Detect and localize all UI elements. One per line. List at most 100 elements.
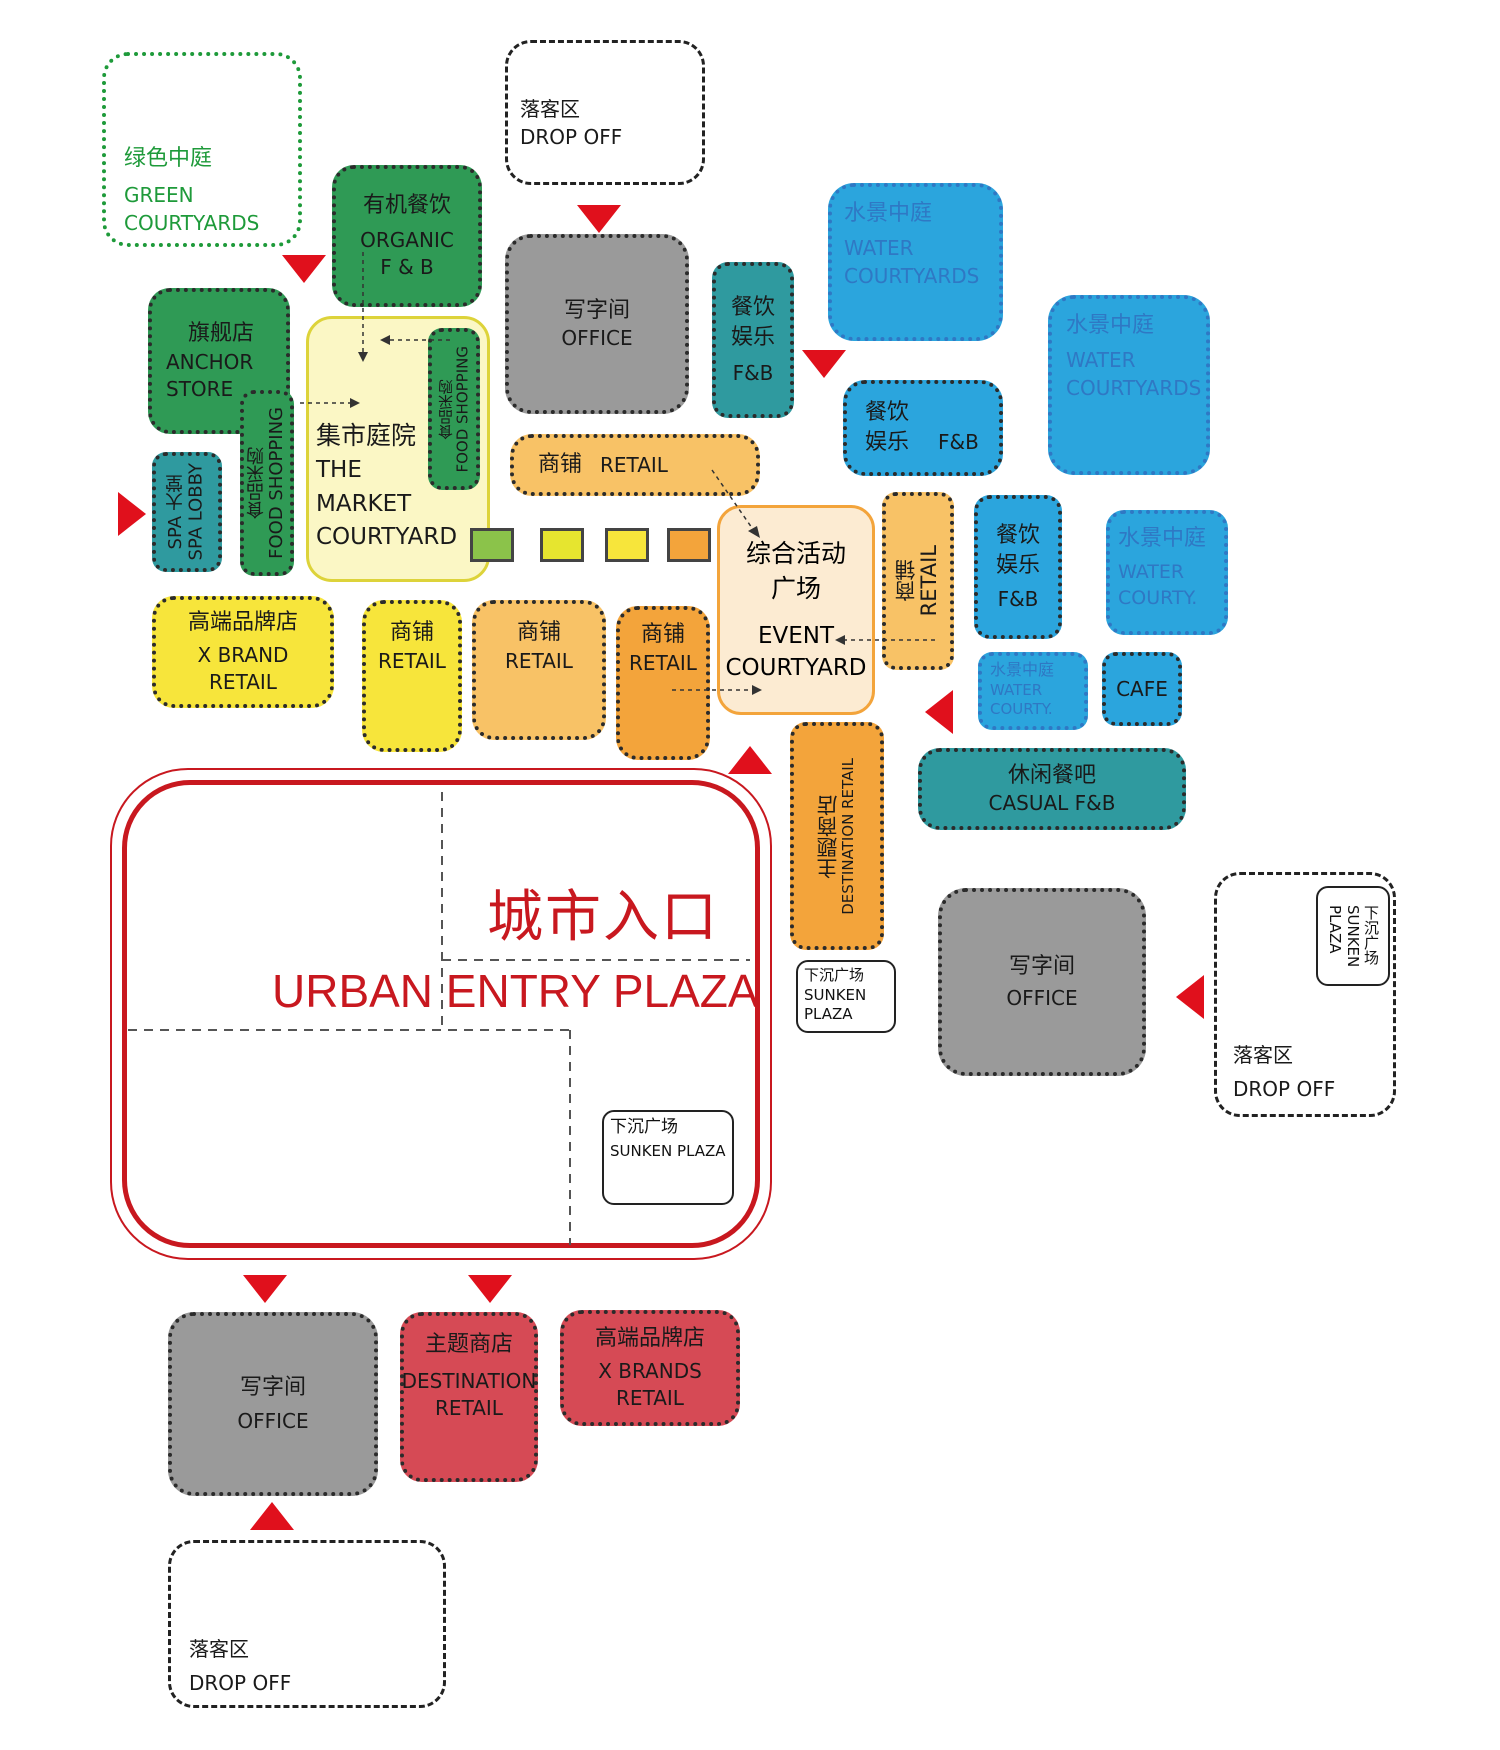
fb-blue-tall-en: F&B (997, 587, 1039, 612)
fb-blue-wide-zh1: 餐饮 (865, 400, 910, 426)
fb-blue-wide: 餐饮 娱乐 F&B (843, 380, 1003, 476)
water-courty-4-zh: 水景中庭 (990, 660, 1055, 679)
organic-fb-zh: 有机餐饮 (362, 193, 451, 219)
urban-entry-plaza (122, 780, 760, 1248)
entry-arrow-bottom-left (243, 1275, 287, 1303)
x-brand-retail-zh: 高端品牌店 (187, 610, 298, 636)
green-courtyards: 绿色中庭 GREEN COURTYARDS (102, 52, 302, 247)
office-bottom-en: OFFICE (237, 1409, 309, 1434)
sunken-plaza-right: 下沉广场 SUNKEN PLAZA (1316, 886, 1390, 986)
dropoff-top-zh: 落客区 (520, 97, 580, 121)
fb-blue-tall-zh2: 娱乐 (995, 552, 1040, 578)
anchor-store-zh: 旗舰店 (188, 321, 255, 347)
sunken-right-zh: 下沉广场 (1362, 904, 1380, 965)
office-bottom: 写字间 OFFICE (168, 1312, 378, 1496)
x-brand-retail-en2: RETAIL (209, 669, 277, 694)
urban-entry-en: URBAN ENTRY PLAZA (272, 965, 759, 1017)
x-brands-retail-zh: 高端品牌店 (594, 1326, 705, 1352)
fb-teal-top: 餐饮 娱乐 F&B (712, 262, 794, 418)
market-courtyard-zh: 集市庭院 (316, 421, 417, 450)
dropoff-right-en: DROP OFF (1233, 1077, 1336, 1101)
food-shopping-right: 食品采购 FOOD SHOPPING (428, 328, 480, 490)
office-top-zh: 写字间 (563, 297, 630, 323)
water-courty-3-zh: 水景中庭 (1118, 526, 1207, 551)
market-courtyard-en1: THE (316, 457, 362, 484)
dropoff-right-zh: 落客区 (1233, 1043, 1293, 1067)
market-courtyard-label: 集市庭院 THE MARKET COURTYARD (316, 418, 457, 554)
sunken-plaza-inner: 下沉广场 SUNKEN PLAZA (602, 1110, 734, 1205)
retail-b-zh: 商铺 (516, 620, 561, 645)
organic-fb: 有机餐饮 ORGANIC F & B (332, 165, 482, 307)
destination-retail-vertical: 主题商店 DESTINATION RETAIL (790, 722, 884, 950)
fb-blue-wide-zh2: 娱乐 (865, 430, 910, 455)
water-courty-4-en2: COURTY. (990, 700, 1053, 719)
retail-a-en: RETAIL (378, 648, 446, 673)
market-courtyard-en2: MARKET (316, 490, 412, 517)
water-courtyards-1-en1: WATER (844, 235, 914, 260)
fb-blue-tall: 餐饮 娱乐 F&B (974, 495, 1062, 639)
retail-a: 商铺 RETAIL (362, 600, 462, 752)
destination-retail-en2: RETAIL (435, 1395, 503, 1420)
sunken-small-en1: SUNKEN (804, 985, 867, 1004)
entry-arrow-green (282, 255, 326, 283)
sunken-small-zh: 下沉广场 (804, 966, 865, 984)
cafe: CAFE (1102, 652, 1182, 726)
x-brands-retail-en2: RETAIL (616, 1385, 684, 1410)
casual-fb-en: CASUAL F&B (988, 791, 1116, 816)
dropoff-top-en: DROP OFF (520, 125, 623, 149)
event-courtyard: 综合活动 广场 EVENT COURTYARD (717, 505, 875, 715)
destination-retail-zh: 主题商店 (424, 1332, 513, 1357)
dropoff-right: 落客区 DROP OFF (1214, 872, 1396, 1117)
retail-c: 商铺 RETAIL (616, 606, 710, 760)
dropoff-bottom-en: DROP OFF (189, 1671, 292, 1695)
connector-square-green (470, 528, 514, 562)
urban-entry-zh: 城市入口 (487, 885, 719, 950)
organic-fb-en1: ORGANIC (360, 227, 454, 252)
destination-retail: 主题商店 DESTINATION RETAIL (400, 1312, 538, 1482)
entry-arrow-office-right (1176, 975, 1204, 1019)
green-courtyards-zh: 绿色中庭 (124, 146, 213, 171)
event-courtyard-zh2: 广场 (770, 573, 821, 603)
casual-fb: 休闲餐吧 CASUAL F&B (918, 748, 1186, 830)
fb-teal-top-zh1: 餐饮 (730, 294, 775, 320)
water-courtyards-1: 水景中庭 WATER COURTYARDS (828, 183, 1003, 341)
sunken-right-en2: PLAZA (1326, 904, 1344, 954)
anchor-store: 旗舰店 ANCHOR STORE (148, 288, 290, 434)
office-top-en: OFFICE (561, 326, 633, 351)
water-courtyards-1-zh: 水景中庭 (844, 201, 933, 226)
retail-strip-en: RETAIL (600, 452, 668, 477)
entry-arrow-cafe (925, 690, 953, 734)
green-courtyards-en2: COURTYARDS (124, 210, 260, 235)
sunken-plaza-in-zh: 下沉广场 (610, 1117, 678, 1137)
market-courtyard-en3: COURTYARD (316, 523, 458, 550)
dropoff-bottom: 落客区 DROP OFF (168, 1540, 446, 1708)
event-courtyard-en1: EVENT (757, 622, 835, 649)
x-brands-retail-en1: X BRANDS (598, 1358, 702, 1383)
water-courty-4-en1: WATER (990, 680, 1043, 699)
office-right-zh: 写字间 (1008, 953, 1075, 979)
fb-teal-top-en: F&B (732, 361, 774, 386)
retail-b: 商铺 RETAIL (472, 600, 606, 740)
event-courtyard-en2: COURTYARD (725, 655, 867, 681)
sunken-right-en1: SUNKEN (1344, 904, 1362, 968)
retail-strip: 商铺 RETAIL (510, 434, 760, 496)
event-courtyard-zh1: 综合活动 (745, 538, 846, 568)
water-courtyards-2-en2: COURTYARDS (1066, 375, 1202, 400)
entry-arrow-top (577, 205, 621, 233)
water-courty-3: 水景中庭 WATER COURTY. (1106, 510, 1228, 635)
anchor-store-en1: ANCHOR (166, 349, 254, 374)
water-courty-4: 水景中庭 WATER COURTY. (978, 652, 1088, 730)
office-top: 写字间 OFFICE (505, 234, 689, 414)
connector-square-yellow-2 (605, 528, 649, 562)
connector-square-orange (667, 528, 711, 562)
green-courtyards-en1: GREEN (124, 182, 194, 207)
water-courtyards-1-en2: COURTYARDS (844, 263, 980, 288)
sunken-small-en2: PLAZA (804, 1005, 853, 1023)
dropoff-bottom-zh: 落客区 (189, 1637, 249, 1661)
entry-arrow-bottom-mid (468, 1275, 512, 1303)
anchor-store-en2: STORE (166, 376, 234, 401)
retail-c-zh: 商铺 (640, 622, 685, 647)
spa-lobby: SPA 大堂 SPA LOBBY (152, 452, 222, 572)
fb-teal-top-zh2: 娱乐 (730, 324, 775, 350)
